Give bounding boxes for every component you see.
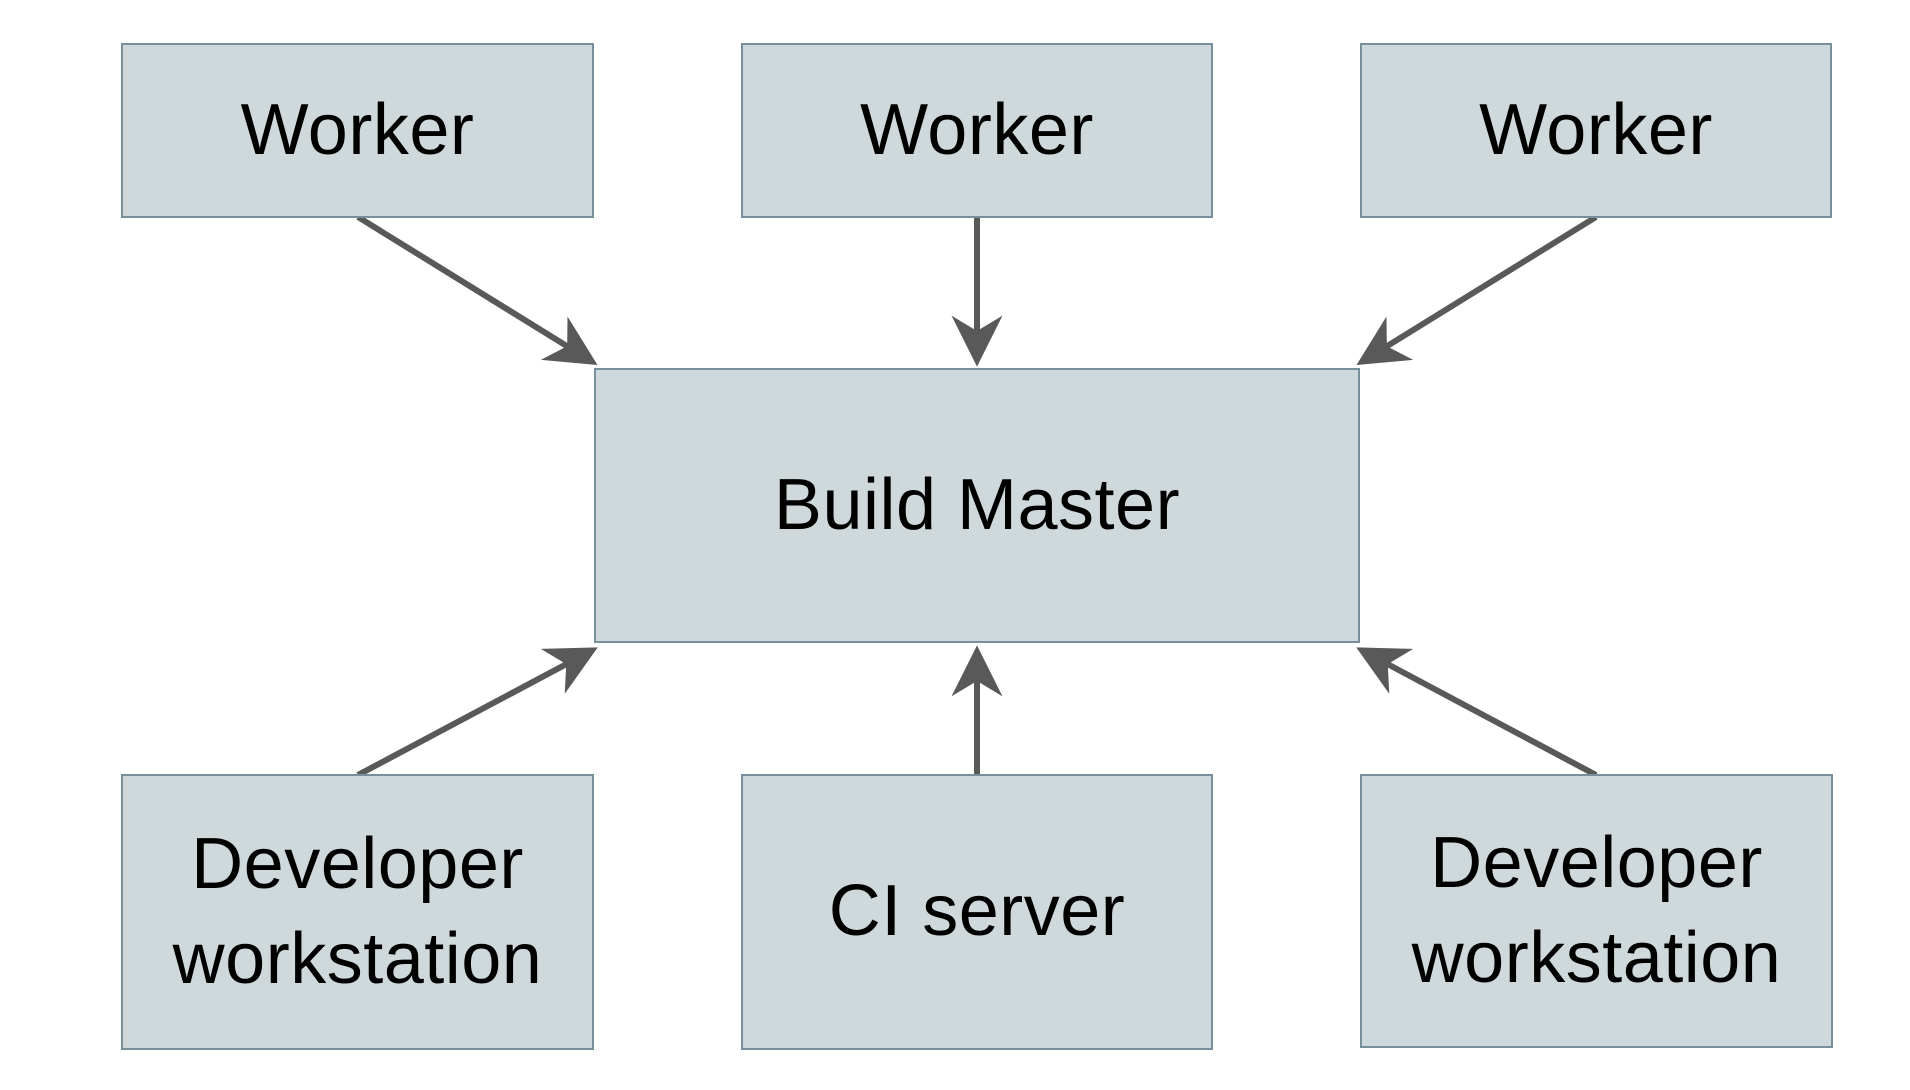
- node-worker-1: Worker: [121, 43, 594, 218]
- arrow-worker-3-to-build-master: [1356, 214, 1598, 366]
- node-dev-workstation-left: Developer workstation: [121, 774, 594, 1050]
- node-label: Worker: [240, 89, 475, 170]
- node-label: Developer workstation: [172, 823, 543, 999]
- arrow-worker-1-to-build-master: [356, 214, 598, 366]
- node-label: Worker: [860, 89, 1094, 170]
- node-ci-server: CI server: [741, 774, 1213, 1050]
- node-label: Worker: [1479, 89, 1713, 170]
- node-worker-2: Worker: [741, 43, 1213, 218]
- node-worker-3: Worker: [1360, 43, 1832, 218]
- node-build-master: Build Master: [594, 368, 1360, 643]
- node-dev-workstation-right: Developer workstation: [1360, 774, 1833, 1048]
- arrow-dev-workstation-right-to-build-master: [1356, 647, 1598, 778]
- node-label: Developer workstation: [1411, 822, 1782, 998]
- arrow-dev-workstation-left-to-build-master: [356, 647, 598, 778]
- node-label: Build Master: [773, 464, 1181, 545]
- node-label: CI server: [828, 871, 1126, 952]
